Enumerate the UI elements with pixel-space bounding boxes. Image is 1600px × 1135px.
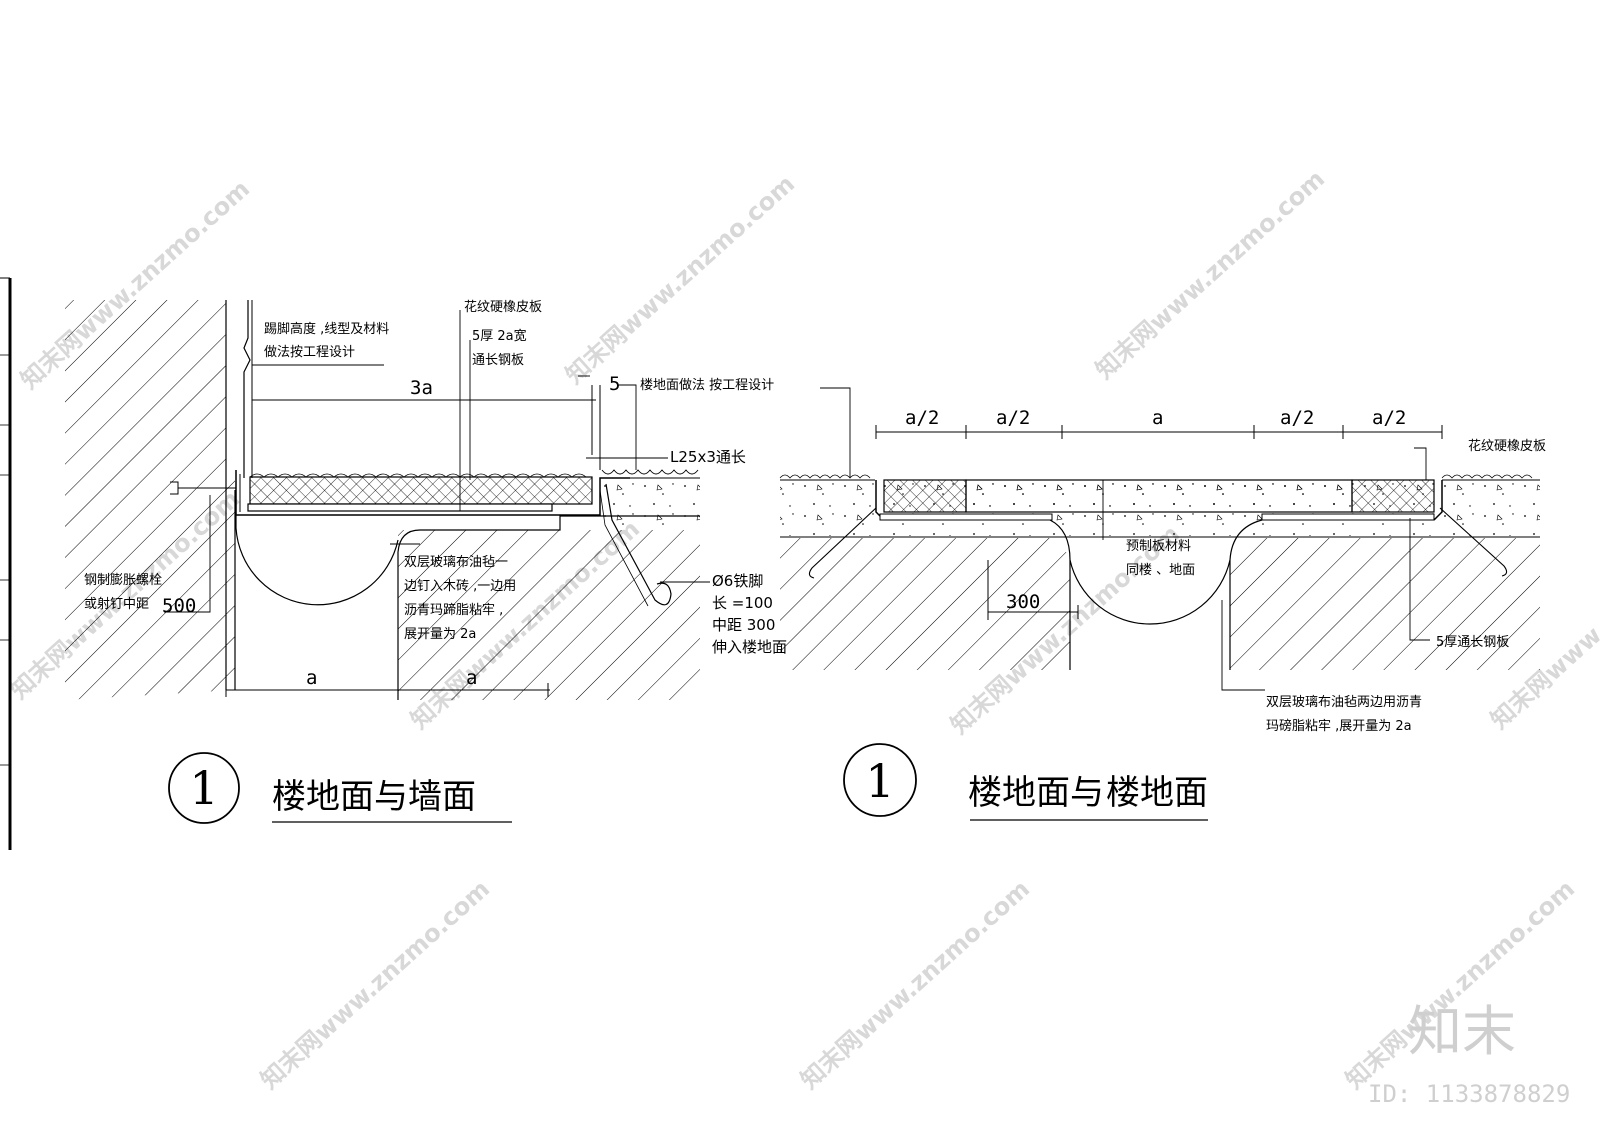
watermark-text: 知末网www.znzmo.com (1090, 165, 1330, 385)
label-angle: L25x3通长 (670, 448, 746, 466)
detail-floor-to-floor: a/2 a/2 a a/2 a/2 300 花纹硬橡皮板 预制板材料 同楼 、地… (779, 387, 1546, 821)
label-steel-2: 通长钢板 (472, 353, 524, 368)
steel-plate-left (879, 513, 1053, 521)
anchor-right (1439, 507, 1508, 577)
label-skirting-2: 做法按工程设计 (264, 345, 355, 360)
label-anchor-3: 中距 300 (712, 616, 775, 634)
detail-index-circle (843, 743, 917, 817)
dim-a2-4: a/2 (1372, 407, 1406, 429)
precast-panel (965, 479, 1353, 513)
steel-plate (247, 503, 553, 512)
label-rubber: 花纹硬橡皮板 (1468, 438, 1546, 454)
expansion-bolt (170, 481, 236, 495)
label-felt-1: 双层玻璃布油毡两边用沥青 (1266, 695, 1422, 710)
dim-a2-1: a/2 (905, 407, 939, 429)
sheet-border (0, 277, 12, 850)
dim-a2-2: a/2 (996, 407, 1030, 429)
rubber-plate (249, 476, 593, 505)
felt-loop (1049, 519, 1263, 625)
label-bolt-2: 或射钉中距 (84, 596, 149, 612)
wall-hatch (65, 300, 235, 700)
dim-3a: 3a (410, 377, 433, 399)
label-precast-2: 同楼 、地面 (1126, 563, 1195, 578)
anchor-left (808, 507, 877, 579)
slab-hatch (398, 530, 700, 700)
rubber-plate-right (1351, 479, 1435, 513)
floor-surface (600, 469, 700, 479)
dim-300: 300 (1006, 591, 1040, 613)
label-precast-1: 预制板材料 (1126, 539, 1191, 554)
floor-screed (600, 478, 700, 530)
label-steel: 5厚通长钢板 (1436, 635, 1509, 650)
detail-index: 1 (865, 754, 894, 808)
dim-a2-3: a/2 (1280, 407, 1314, 429)
brand-id: ID: 1133878829 (1368, 1080, 1570, 1108)
angle-right (1433, 480, 1443, 521)
watermark-text: 知末网www.znzmo.com (560, 170, 800, 390)
label-felt-3: 沥青玛蹄脂粘牢 , (404, 602, 503, 618)
label-felt-4: 展开量为 2a (404, 627, 476, 642)
watermark-text: 知末网www.znzmo.com (255, 875, 495, 1095)
felt-loop (235, 515, 399, 606)
dim-a-right: a (466, 667, 477, 689)
label-felt-1: 双层玻璃布油毡一 (404, 555, 508, 570)
label-skirting-1: 踢脚高度 ,线型及材料 (264, 321, 389, 337)
label-steel-1: 5厚 2a宽 (472, 328, 527, 344)
label-felt-2: 玛磅脂粘牢 ,展开量为 2a (1266, 718, 1412, 734)
detail-index: 1 (189, 761, 218, 815)
dim-500: 500 (162, 595, 196, 617)
label-bolt-1: 钢制膨胀螺栓 (84, 573, 162, 588)
label-anchor-1: Ø6铁脚 (712, 572, 763, 590)
detail-index-circle (168, 752, 240, 824)
slab-hatch-right (1230, 538, 1540, 670)
watermark-text: 知末网www.znzmo.com (795, 875, 1035, 1095)
dim-5: 5 (609, 373, 620, 395)
detail-title: 楼地面与墙面 (272, 777, 476, 817)
detail-title-b: 楼地面 (1106, 773, 1208, 813)
steel-plate-right (1261, 513, 1435, 521)
dim-a: a (1152, 407, 1163, 429)
label-rubber: 花纹硬橡皮板 (464, 299, 542, 315)
brand-logo: 知末 (1408, 1000, 1516, 1063)
detail-floor-to-wall: 3a 5 500 a a 踢脚高度 ,线型及材料 做法按工程设计 花纹硬橡皮板 … (65, 299, 787, 824)
dim-a-left: a (306, 667, 317, 689)
dimension-lines (225, 385, 601, 697)
leader-lines (820, 387, 1430, 691)
label-anchor-2: 长 =100 (712, 594, 773, 612)
label-felt-2: 边钉入木砖 ,一边用 (404, 579, 516, 594)
dimension-lines (875, 425, 1443, 620)
detail-title-a: 楼地面与 (968, 773, 1104, 813)
skirting-line (243, 300, 251, 478)
rubber-plate-left (883, 479, 967, 513)
label-floor: 楼地面做法 按工程设计 (640, 378, 774, 393)
slab-hatch-left (780, 538, 1070, 670)
label-anchor-4: 伸入楼地面 (712, 638, 787, 656)
leader-lines (164, 310, 710, 613)
